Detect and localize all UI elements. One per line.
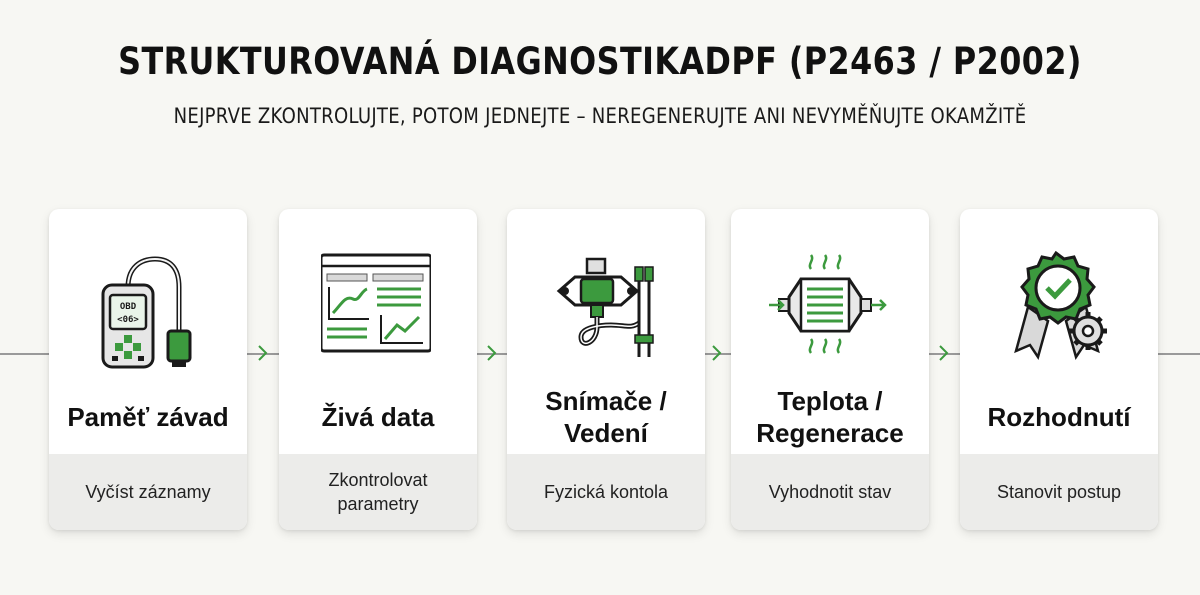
step-title: Živá data	[321, 401, 435, 432]
chevron-right-icon	[939, 345, 949, 361]
step-description: Fyzická kontola	[507, 454, 705, 530]
step-description: Zkontrolovat parametry	[279, 454, 477, 530]
step-title: Rozhodnutí	[987, 401, 1131, 432]
step-description: Vyhodnotit stav	[731, 454, 929, 530]
step-title: Paměť závad	[67, 401, 229, 432]
step-card-temperature-regeneration: Teplota / Regenerace Vyhodnotit stav	[731, 209, 929, 530]
sensor-wiring-icon	[556, 257, 654, 357]
chevron-right-icon	[487, 345, 497, 361]
scanner-screen-text-1: OBD	[120, 302, 137, 312]
step-title: Snímače / Vedení	[545, 385, 667, 448]
page-subtitle: NEJPRVE ZKONTROLUJTE, POTOM JEDNEJTE – N…	[173, 104, 1027, 128]
page-title: STRUKTUROVANÁ DIAGNOSTIKADPF (P2463 / P2…	[118, 40, 1082, 83]
approval-badge-gear-icon	[1014, 250, 1107, 360]
step-description: Vyčíst záznamy	[49, 454, 247, 530]
step-card-sensors-wiring: Snímače / Vedení Fyzická kontola	[507, 209, 705, 530]
step-description: Stanovit postup	[960, 454, 1158, 530]
step-card-live-data: Živá data Zkontrolovat parametry	[279, 209, 477, 530]
step-card-decision: Rozhodnutí Stanovit postup	[960, 209, 1158, 530]
chevron-right-icon	[712, 345, 722, 361]
dpf-filter-heat-icon	[769, 254, 887, 354]
step-card-fault-memory: OBD <06> Paměť závad Vyčíst záznamy	[49, 209, 247, 530]
chevron-right-icon	[258, 345, 268, 361]
scanner-screen-text-2: <06>	[117, 315, 139, 325]
obd-scanner-icon: OBD <06>	[101, 256, 192, 369]
live-data-monitor-icon	[321, 253, 431, 353]
step-title: Teplota / Regenerace	[756, 385, 904, 448]
